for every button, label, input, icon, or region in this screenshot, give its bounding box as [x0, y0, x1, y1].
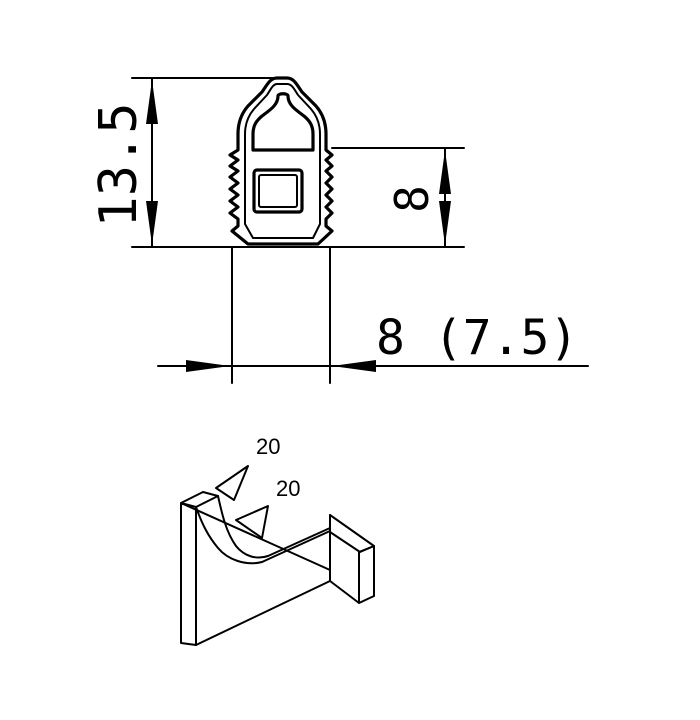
- profile-view: 13.5 8 8 (7.5): [89, 76, 589, 384]
- plate-front-face: [180, 502, 331, 646]
- profile-inner-contour: [244, 83, 321, 239]
- angle-marker-1: [215, 465, 249, 501]
- lower-window-inner: [258, 174, 298, 208]
- serration-dimension-label: 8: [385, 185, 439, 213]
- dimension-height: 13.5: [89, 77, 158, 248]
- angle-label-2: 20: [276, 476, 300, 501]
- shelf-right-face: [358, 545, 375, 604]
- dimension-serration: 8: [385, 147, 451, 248]
- plate-top-edge: [180, 491, 219, 508]
- isometric-view: 20 20: [180, 434, 375, 646]
- shelf-top: [261, 514, 375, 563]
- upper-chamber: [251, 92, 315, 152]
- angle-label-1: 20: [256, 434, 280, 459]
- hook-curve: [217, 495, 331, 559]
- dimension-width: 8 (7.5): [157, 310, 589, 372]
- angle-marker-2: [235, 505, 269, 539]
- height-dimension-label: 13.5: [89, 102, 149, 227]
- width-dimension-label: 8 (7.5): [376, 310, 578, 366]
- shelf-front: [329, 514, 360, 604]
- profile-outer-contour: [228, 76, 334, 246]
- lower-window: [252, 168, 304, 214]
- hook-curve-inner: [195, 506, 263, 565]
- plate-left-edge: [180, 502, 197, 646]
